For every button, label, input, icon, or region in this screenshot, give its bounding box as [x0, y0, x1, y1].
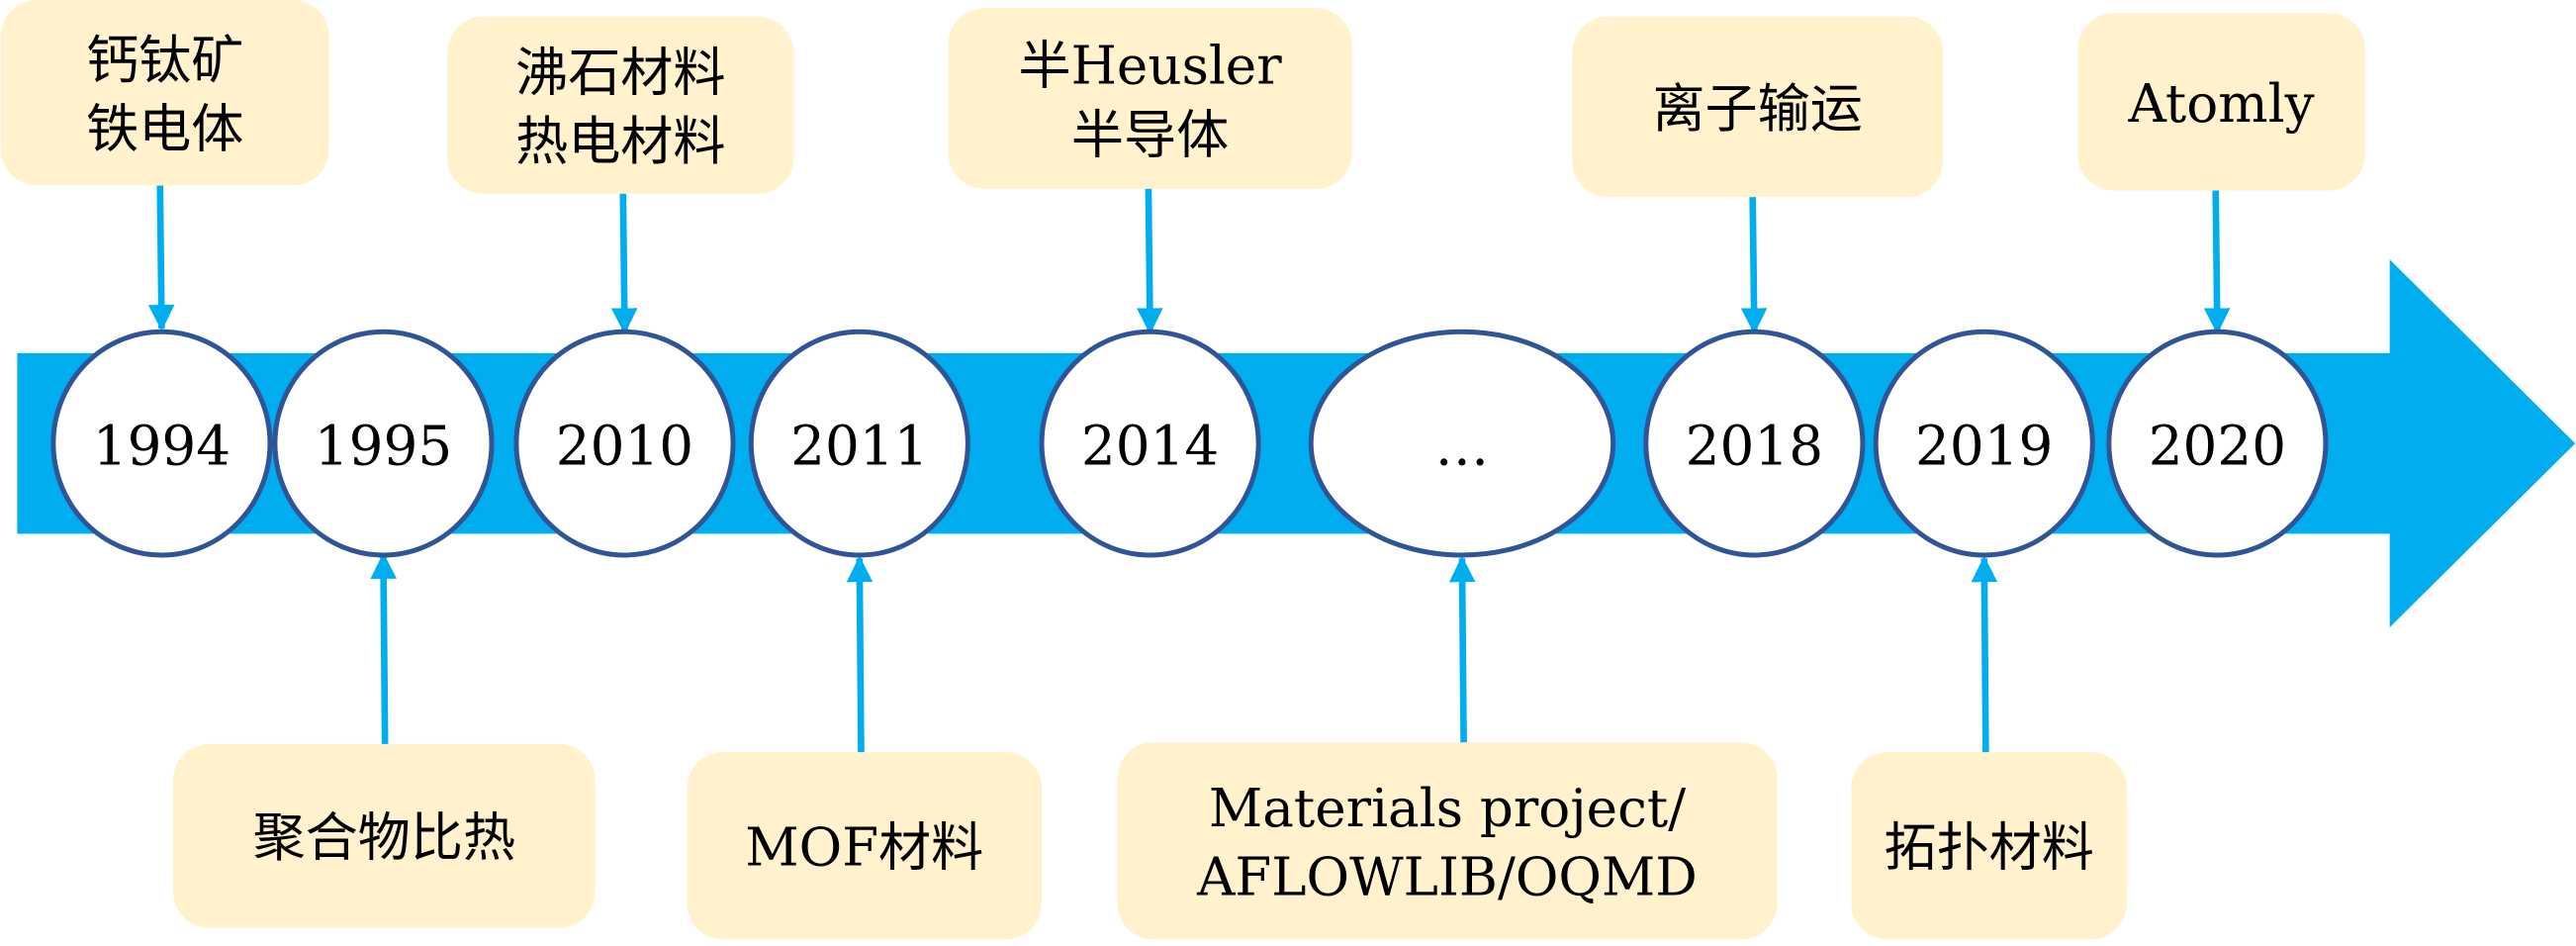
event-label-box — [1572, 16, 1944, 198]
event-label-box — [1851, 752, 2128, 940]
event-label-box — [173, 743, 596, 928]
year-label: 2011 — [790, 415, 928, 478]
connector-arrow — [1971, 555, 1998, 753]
event-label-text: 铁电体 — [86, 99, 243, 160]
year-node — [272, 329, 495, 558]
year-node — [1039, 329, 1261, 558]
year-node — [513, 329, 736, 558]
connector-arrow — [1448, 555, 1476, 743]
event-label-text: 热电材料 — [515, 111, 725, 172]
event-label-text: 拓扑材料 — [1884, 817, 2093, 879]
connector-arrow — [610, 193, 638, 334]
timeline-arrow-bar — [17, 259, 2576, 628]
connector-arrow — [370, 552, 397, 744]
year-label: 2020 — [2149, 415, 2286, 478]
year-label: … — [1435, 415, 1490, 478]
event-label-box — [687, 752, 1043, 940]
event-label-text: AFLOWLIB/OQMD — [1196, 847, 1698, 908]
year-label: 2019 — [1915, 415, 2053, 478]
year-label: 1994 — [93, 415, 230, 478]
event-label-box — [0, 0, 329, 186]
year-label: 2010 — [556, 415, 693, 478]
event-label-text: Atomly — [2128, 73, 2315, 135]
year-label: 2018 — [1686, 415, 1823, 478]
year-node — [1308, 329, 1616, 558]
year-node — [2106, 329, 2329, 558]
connector-arrow — [147, 185, 175, 331]
event-label-text: Materials project/ — [1209, 778, 1686, 839]
event-label-text: 半导体 — [1071, 104, 1229, 165]
event-label-text: 钙钛矿 — [86, 30, 243, 91]
event-label-text: 离子输运 — [1652, 78, 1862, 140]
event-label-text: 半Heusler — [1019, 36, 1283, 97]
year-node — [1643, 329, 1866, 558]
connector-arrow — [1137, 188, 1163, 334]
event-label-box — [447, 16, 794, 194]
connector-arrow — [2203, 190, 2231, 334]
year-label: 1995 — [315, 415, 452, 478]
year-node — [1873, 329, 2095, 558]
event-label-box — [948, 8, 1352, 189]
event-label-text: MOF材料 — [745, 817, 983, 879]
connector-arrow — [846, 555, 874, 753]
event-label-text: 沸石材料 — [515, 42, 725, 103]
year-label: 2014 — [1081, 415, 1219, 478]
event-label-box — [2077, 13, 2365, 191]
event-label-box — [1117, 742, 1778, 940]
year-node — [50, 329, 273, 558]
event-label-text: 聚合物比热 — [253, 807, 516, 869]
connector-arrow — [1740, 197, 1768, 334]
year-node — [748, 329, 970, 558]
